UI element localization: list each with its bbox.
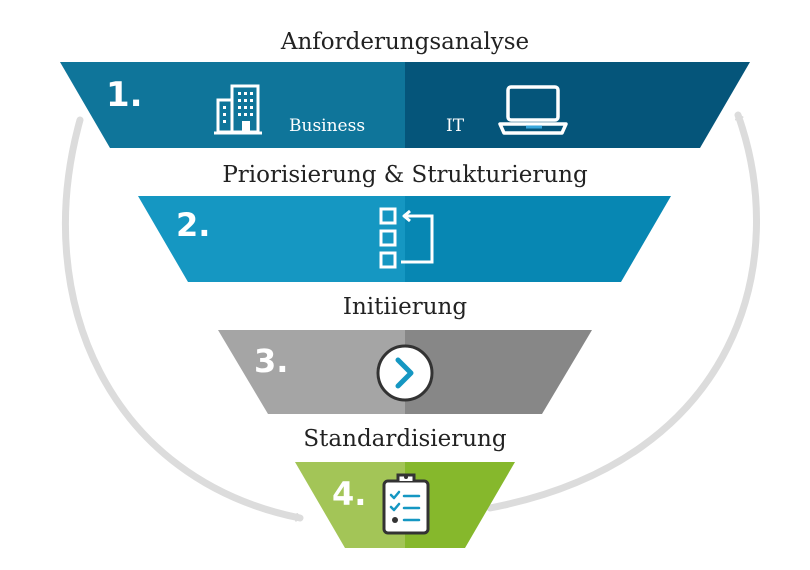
stage-1-number: 1. [106,75,143,115]
stage-3-title: Initiierung [343,294,467,320]
building-icon [214,84,262,135]
cycle-arrow-left [61,116,304,522]
stage-2-title: Priorisierung & Strukturierung [222,162,588,188]
reorder-list-icon [379,207,434,269]
stage-1-title: Anforderungsanalyse [280,29,529,55]
stage-1-band-right [405,62,750,148]
stage-2-band-left [138,196,405,282]
stage-2-number: 2. [176,206,210,244]
stage-4-band-right [405,462,515,548]
clipboard-checklist-icon [382,473,430,535]
stage-3-band-right [405,330,592,414]
stage-4-title: Standardisierung [303,426,506,452]
cycle-arrow-right [486,111,760,512]
stage-3: Initiierung 3. [218,294,592,414]
play-circle-icon [376,344,434,402]
stage-2: Priorisierung & Strukturierung 2. [138,162,671,282]
stage-1-sub-business: Business [289,116,365,136]
stage-4-number: 4. [332,475,366,513]
stage-4: Standardisierung 4. [295,426,515,548]
stage-3-number: 3. [254,342,288,380]
stage-1-sub-it: IT [446,116,465,136]
stage-3-band-left [218,330,405,414]
stage-1: Anforderungsanalyse 1. Business IT [60,29,750,148]
stage-4-band-left [295,462,405,548]
stage-2-band-right [405,196,671,282]
laptop-icon [498,85,568,135]
